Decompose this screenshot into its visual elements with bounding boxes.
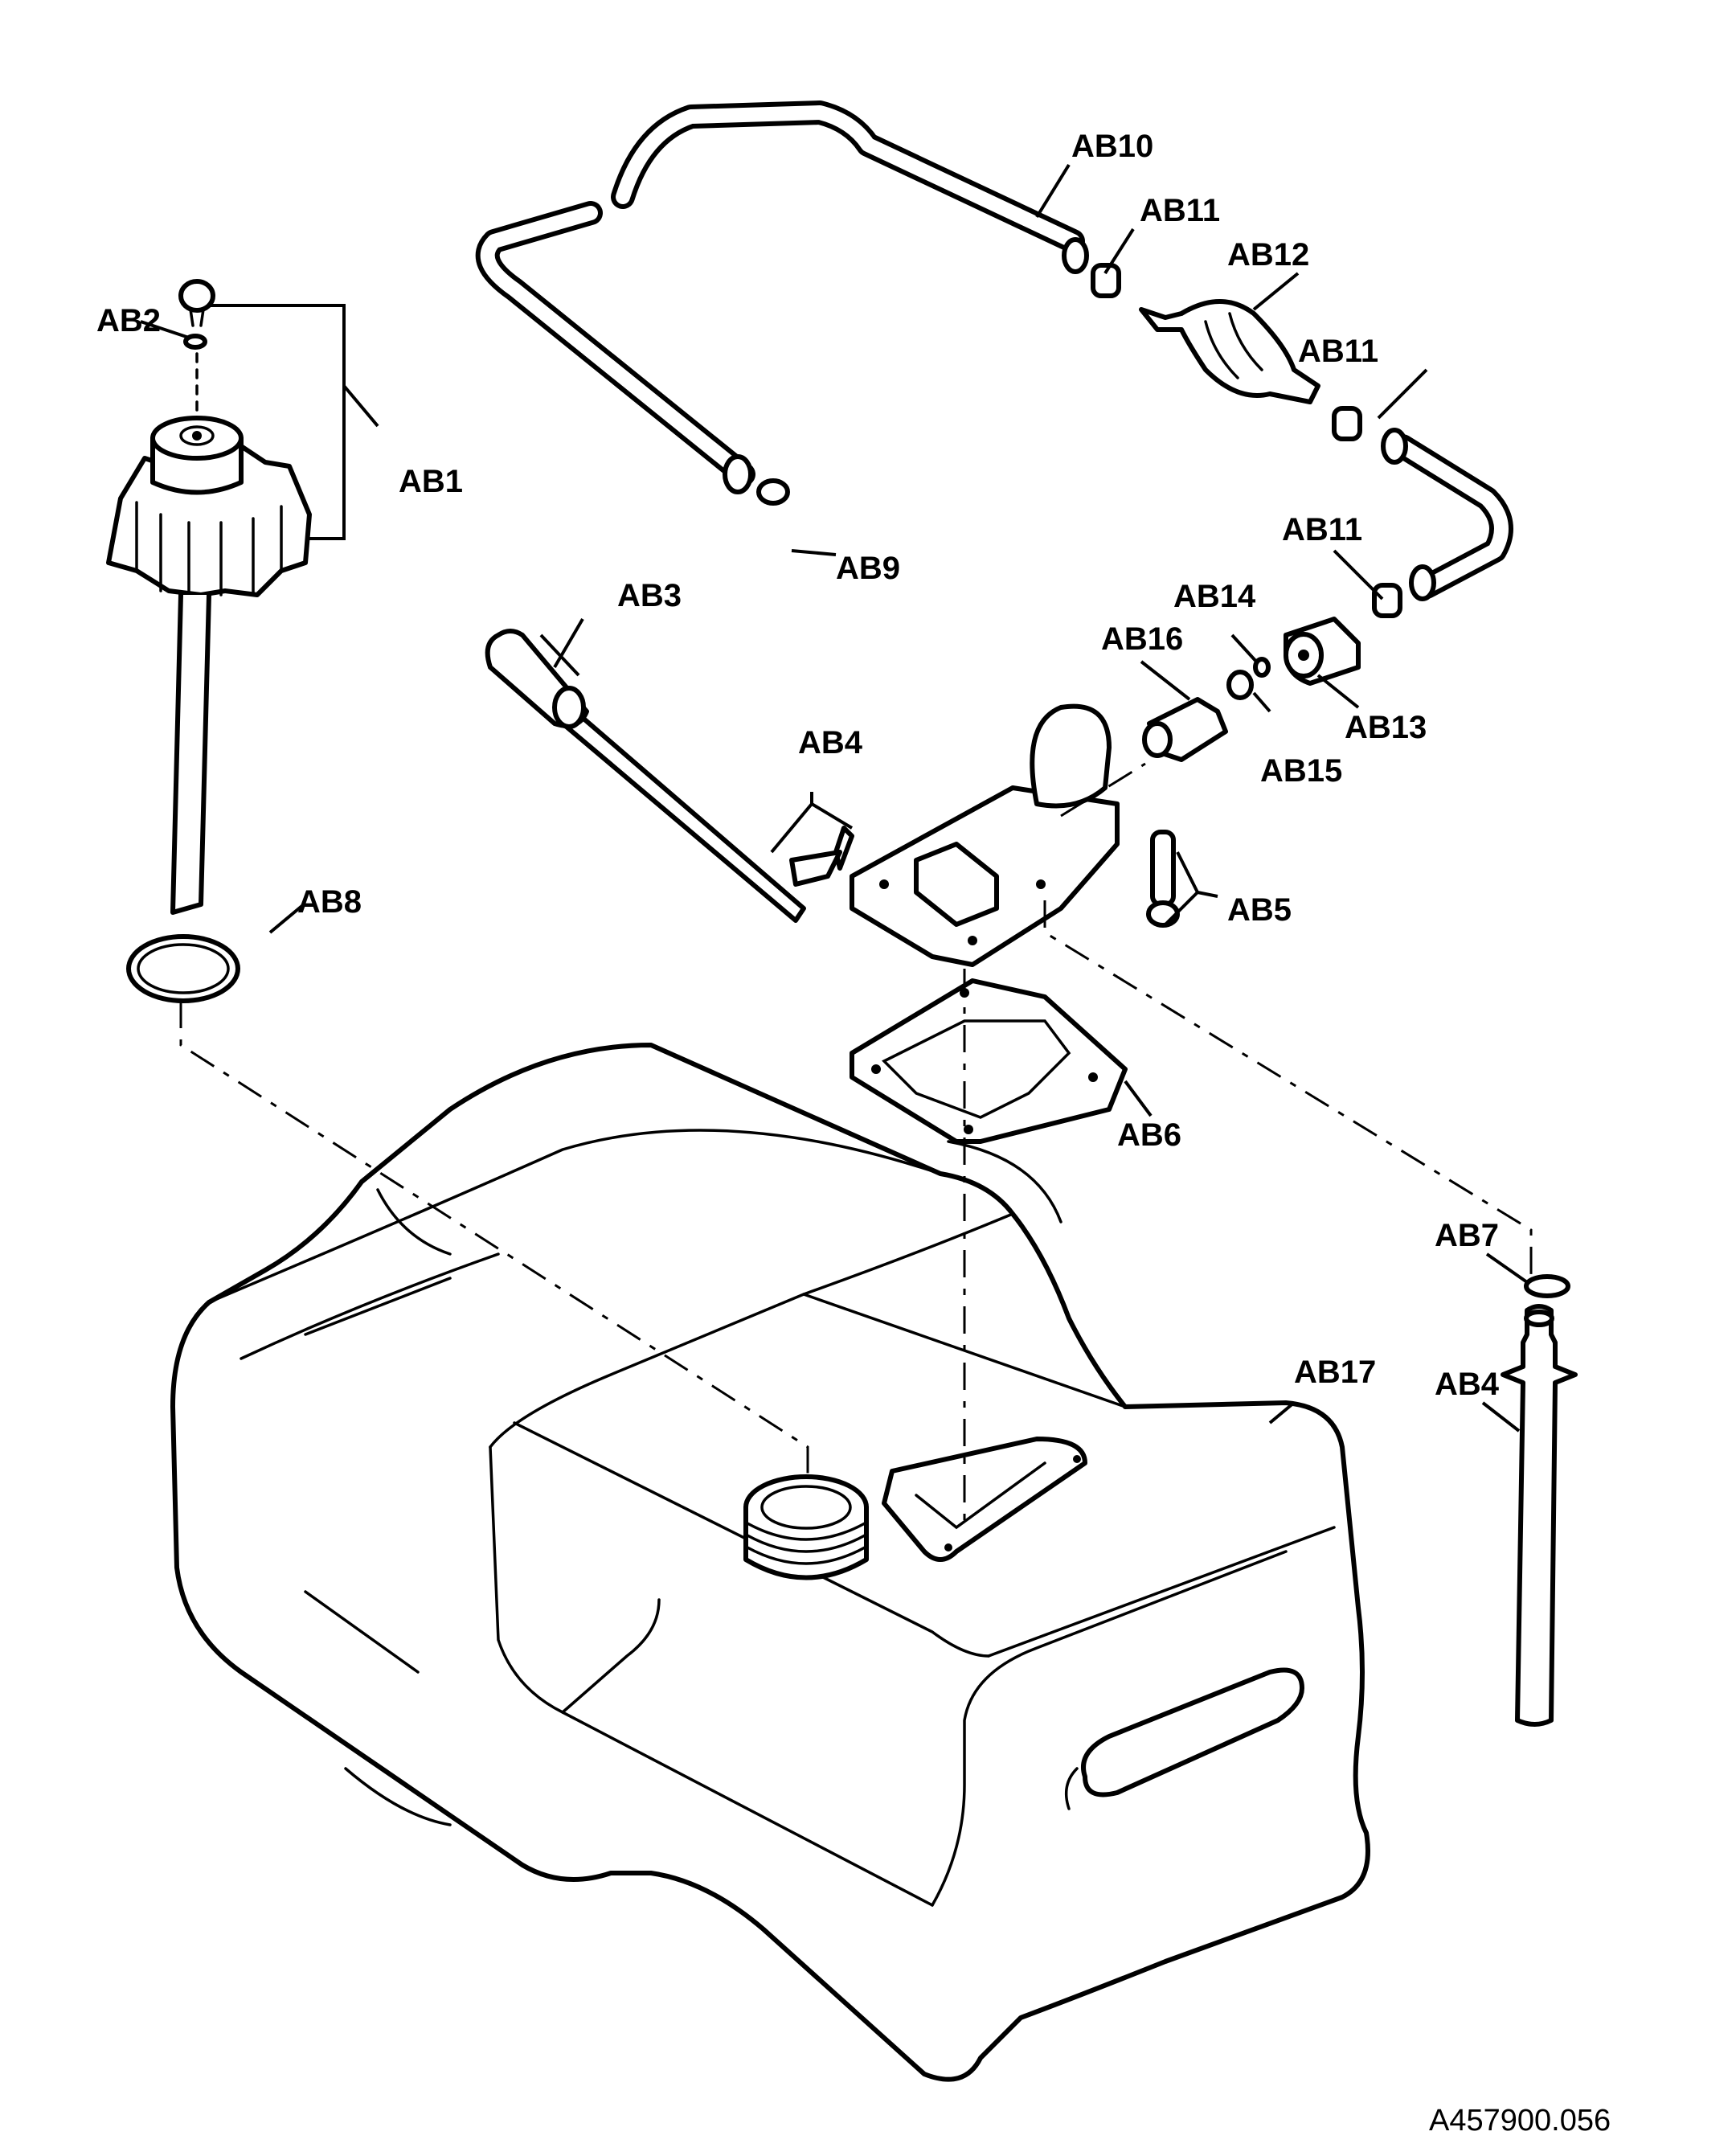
- quick-connector: [1284, 617, 1361, 686]
- washer-ab15: [1226, 670, 1254, 700]
- callout-ab16: AB16: [1101, 621, 1183, 657]
- callout-ab2: AB2: [96, 303, 161, 338]
- pickup-tube: [1501, 1304, 1578, 1727]
- callout-ab11-low: AB11: [1282, 512, 1362, 547]
- o-ring-ab14: [1253, 657, 1271, 678]
- o-ring-ab7: [1524, 1274, 1570, 1298]
- callout-ab13: AB13: [1345, 710, 1427, 745]
- hose-clamp: [756, 478, 790, 506]
- callout-ab17: AB17: [1294, 1355, 1376, 1390]
- callout-ab11-top: AB11: [1140, 193, 1220, 228]
- callout-ab4-pickup: AB4: [798, 725, 863, 760]
- callout-ab4-tube: AB4: [1435, 1367, 1500, 1402]
- pickup-mount-plate: [850, 703, 1120, 967]
- callout-ab15: AB15: [1260, 753, 1342, 789]
- callout-ab1: AB1: [399, 464, 463, 499]
- seal-ring: [126, 934, 240, 1003]
- primer-bulb: [1139, 299, 1320, 404]
- callout-ab8: AB8: [297, 884, 362, 920]
- callout-ab10: AB10: [1071, 129, 1153, 164]
- screw-and-washer: [1146, 830, 1180, 928]
- fuel-gauge-cap: [106, 279, 312, 915]
- callout-ab12: AB12: [1227, 237, 1309, 273]
- float-arm: [485, 629, 854, 923]
- connector-fitting: [1142, 697, 1228, 762]
- callout-ab14: AB14: [1173, 579, 1256, 614]
- fuel-tank: [170, 1043, 1370, 2082]
- callout-ab5: AB5: [1227, 892, 1292, 928]
- figure-id: A457900.056: [1429, 2104, 1611, 2138]
- callout-ab3: AB3: [617, 578, 682, 613]
- fuel-hose: [475, 100, 1513, 601]
- filler-neck: [743, 1474, 869, 1580]
- gasket: [850, 978, 1128, 1144]
- hose-fitting: [1091, 263, 1402, 618]
- callout-ab7: AB7: [1435, 1218, 1499, 1253]
- callout-ab11-mid: AB11: [1298, 334, 1378, 369]
- callout-ab9: AB9: [836, 551, 900, 586]
- callout-ab6: AB6: [1117, 1117, 1181, 1153]
